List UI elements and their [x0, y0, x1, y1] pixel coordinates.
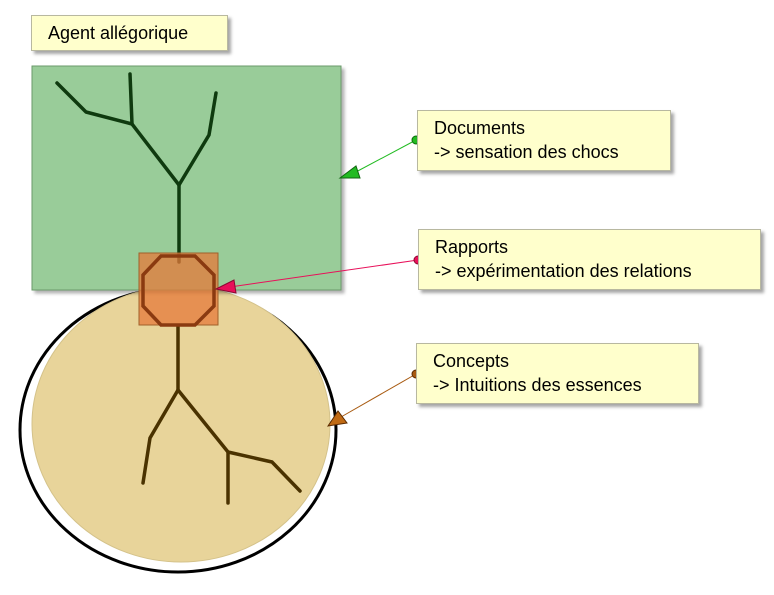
concepts-connector — [326, 369, 421, 427]
lower-roots — [141, 324, 302, 505]
rapports-note: Rapports -> expérimentation des relation… — [418, 229, 761, 290]
documents-note-title: Documents — [434, 118, 526, 138]
documents-note: Documents -> sensation des chocs — [417, 110, 671, 171]
diagram-title: Agent allégorique — [31, 15, 228, 51]
rapports-note-title: Rapports — [435, 237, 509, 257]
concepts-note: Concepts -> Intuitions des essences — [416, 343, 699, 404]
upper-branches — [55, 72, 218, 264]
rapports-arrowhead — [214, 279, 237, 294]
concepts-note-description: -> Intuitions des essences — [433, 375, 642, 395]
rapports-connector — [214, 255, 423, 294]
documents-arrowhead — [338, 165, 361, 179]
documents-connector — [338, 135, 421, 179]
diagram-title-text: Agent allégorique — [48, 23, 189, 43]
octagon-marker — [141, 254, 216, 327]
concepts-note-title: Concepts — [433, 351, 510, 371]
concepts-arrowhead — [326, 410, 348, 427]
rapports-note-description: -> expérimentation des relations — [435, 261, 692, 281]
concepts-circle — [18, 285, 338, 574]
documents-note-description: -> sensation des chocs — [434, 142, 619, 162]
